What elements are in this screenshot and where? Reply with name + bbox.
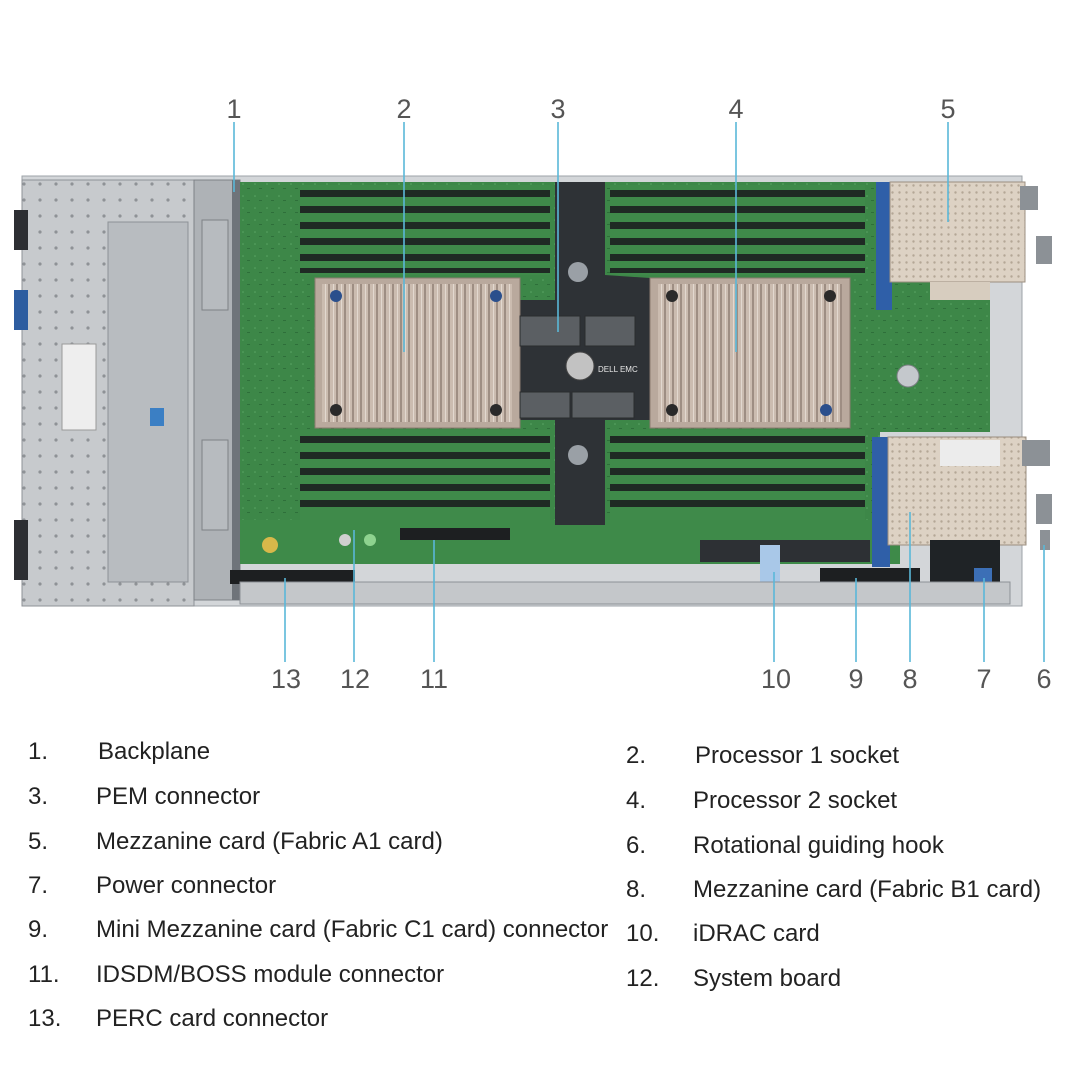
dimm-slots-lower-right xyxy=(610,430,865,520)
legend-label: PEM connector xyxy=(96,783,261,810)
legend-number: 11. xyxy=(28,961,60,988)
legend-number: 5. xyxy=(28,828,49,855)
legend-label: PERC card connector xyxy=(96,1005,329,1032)
callout-number-2: 2 xyxy=(396,94,411,124)
legend-number: 4. xyxy=(626,787,647,814)
mezzanine-card-b1 xyxy=(872,436,1052,567)
callout-number-5: 5 xyxy=(940,94,955,124)
perc-card-connector xyxy=(230,570,355,584)
legend-label: Processor 2 socket xyxy=(693,787,898,814)
rotational-guiding-hook xyxy=(1040,530,1050,550)
legend-number: 2. xyxy=(626,742,647,769)
dimm-slots-lower-left xyxy=(300,430,550,520)
legend-label: Backplane xyxy=(98,738,211,765)
legend-number: 3. xyxy=(28,783,49,810)
callout-number-9: 9 xyxy=(848,664,863,694)
power-connector xyxy=(930,540,1000,598)
legend-number: 12. xyxy=(626,965,660,992)
callout-number-11: 11 xyxy=(420,664,448,694)
server-sled-diagram: DELL EMC 1 2 3 xyxy=(14,94,1052,694)
idsdm-boss-connector xyxy=(400,528,510,540)
callout-number-1: 1 xyxy=(226,94,241,124)
legend-label: Mini Mezzanine card (Fabric C1 card) con… xyxy=(96,916,609,943)
legend-label: Rotational guiding hook xyxy=(693,832,944,859)
callout-number-13: 13 xyxy=(271,664,301,694)
legend-label: IDSDM/BOSS module connector xyxy=(96,961,445,988)
callout-number-10: 10 xyxy=(761,664,791,694)
dimm-slots-upper-right xyxy=(610,185,865,275)
legend-number: 10. xyxy=(626,920,660,947)
legend-label: Processor 1 socket xyxy=(695,742,900,769)
legend-number: 8. xyxy=(626,876,647,903)
front-drive-cage xyxy=(14,179,195,607)
callout-number-7: 7 xyxy=(976,664,991,694)
processor-1-heatsink xyxy=(314,277,521,429)
legend-label: Power connector xyxy=(96,872,277,899)
pem-connector: DELL EMC xyxy=(519,315,638,419)
callout-number-3: 3 xyxy=(550,94,565,124)
callout-number-8: 8 xyxy=(902,664,917,694)
legend-number: 7. xyxy=(28,872,49,899)
callout-number-6: 6 xyxy=(1036,664,1051,694)
air-shroud xyxy=(520,182,680,525)
legend-number: 6. xyxy=(626,832,647,859)
callout-number-4: 4 xyxy=(728,94,743,124)
component-legend: 1. Backplane 2. Processor 1 socket 3. PE… xyxy=(0,720,1080,1060)
mezzanine-card-a1 xyxy=(876,181,1052,310)
chassis-floor xyxy=(239,581,1011,605)
dimm-slots-upper-left xyxy=(300,185,550,275)
legend-label: Mezzanine card (Fabric A1 card) xyxy=(96,828,443,855)
processor-2-heatsink xyxy=(649,277,851,429)
dell-emc-logo: DELL EMC xyxy=(598,365,638,374)
mini-mezzanine-connector xyxy=(820,568,920,582)
legend-number: 1. xyxy=(28,738,49,765)
legend-number: 13. xyxy=(28,1005,62,1032)
backplane xyxy=(193,179,241,601)
callout-number-12: 12 xyxy=(340,664,370,694)
legend-number: 9. xyxy=(28,916,49,943)
legend-label: Mezzanine card (Fabric B1 card) xyxy=(693,876,1042,903)
legend-label: iDRAC card xyxy=(693,920,820,947)
legend-label: System board xyxy=(693,965,842,992)
